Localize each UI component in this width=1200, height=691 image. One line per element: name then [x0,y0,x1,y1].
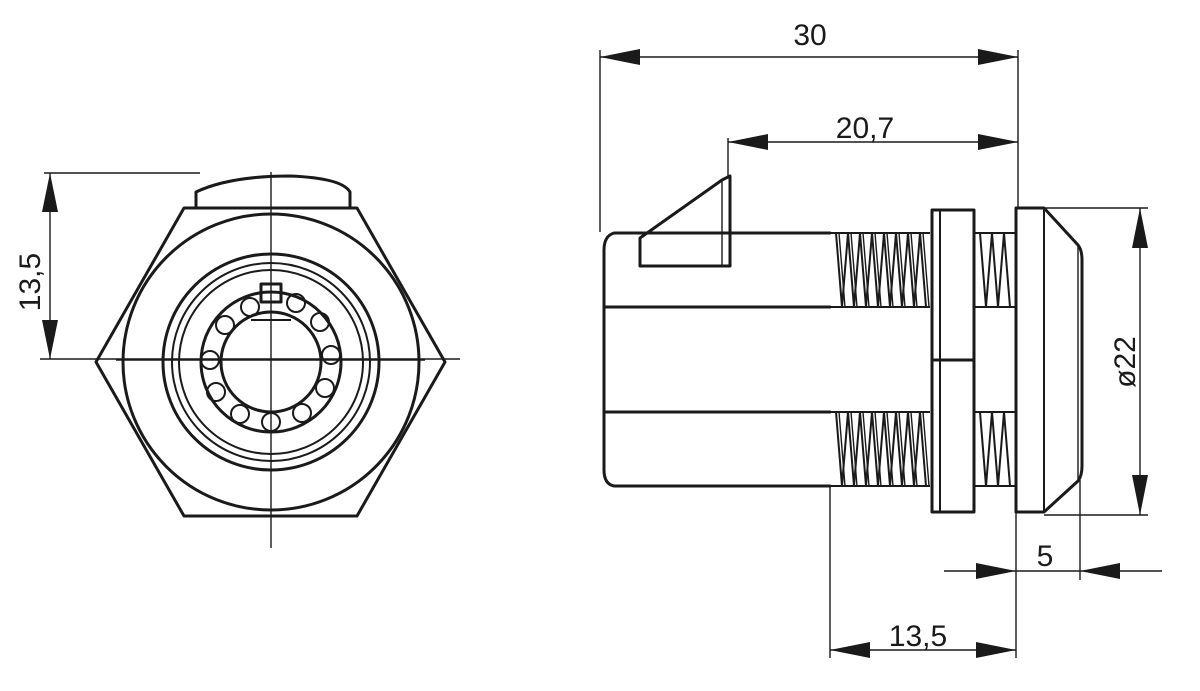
dimension-cam-length: 20,7 [727,112,1018,176]
front-view: 13,5 [14,172,460,548]
flange [1014,206,1084,514]
dimension-left-height-label: 13,5 [14,253,47,311]
dimension-overall-length: 30 [599,19,1019,232]
thread-short [974,232,1016,487]
dimension-flange-diameter-label: ø22 [1109,336,1142,388]
dimension-flange-thickness: 5 [944,480,1162,580]
dimension-cam-length-label: 20,7 [836,112,894,145]
thread-upper [830,232,930,308]
thread-lower [830,411,930,487]
cam-body [602,231,832,488]
dimension-thread-length-label: 13,5 [889,620,947,653]
dimension-overall-length-label: 30 [793,19,826,52]
dimension-thread-length: 13,5 [829,486,1017,658]
dimension-left-height: 13,5 [14,172,200,359]
cam-tab [194,174,352,210]
dimension-flange-thickness-label: 5 [1037,540,1054,573]
hex-nut-outline [94,206,447,518]
cam-lever [638,174,732,268]
side-view: 30 20,7 ø22 5 [599,19,1162,658]
dimension-flange-diameter: ø22 [1044,207,1148,516]
pin-holes [200,293,341,432]
